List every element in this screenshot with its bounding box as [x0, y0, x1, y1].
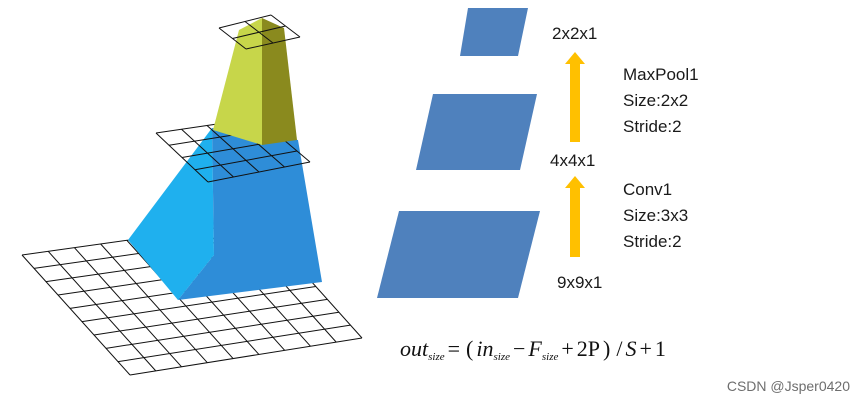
pool-frustum-left-face	[213, 18, 262, 145]
input-grid-line	[47, 250, 157, 372]
conv-grid-line	[207, 161, 311, 183]
pool-grid-line	[232, 25, 286, 39]
pool-frustum-right-face	[262, 18, 297, 145]
op-stride-conv: Stride:2	[623, 232, 682, 251]
watermark: CSDN @Jsper0420	[726, 378, 850, 394]
formula-in-sub: size	[493, 351, 511, 363]
op-name-maxpool: MaxPool1	[623, 65, 699, 84]
layer-block-conv-output	[416, 94, 537, 170]
size-label-pool-output: 2x2x1	[552, 24, 598, 43]
arrow-conv	[565, 176, 585, 257]
arrow-maxpool	[565, 52, 585, 142]
op-name-conv: Conv1	[623, 180, 673, 199]
input-grid-line	[105, 311, 339, 349]
formula-f-sub: size	[541, 351, 559, 363]
formula-f: F	[528, 336, 542, 361]
input-grid-line	[74, 247, 182, 368]
op-size-maxpool: Size:2x2	[623, 91, 689, 110]
formula-one: 1	[654, 336, 666, 361]
input-grid-line	[100, 243, 208, 364]
layer-block-pool-output	[460, 8, 528, 56]
size-label-input: 9x9x1	[557, 273, 603, 292]
layer-block-input	[377, 211, 540, 298]
receptive-field-illustration	[21, 14, 363, 376]
op-stride-maxpool: Stride:2	[623, 117, 682, 136]
op-size-conv: Size:3x3	[623, 206, 689, 225]
formula-s: S	[625, 336, 637, 361]
conv-frustum-right-face	[178, 128, 322, 300]
input-grid-line	[117, 324, 351, 363]
formula-2p: 2P	[576, 336, 601, 361]
pool-grid-line	[245, 36, 301, 50]
input-grid-line	[93, 298, 328, 336]
output-size-formula: outsize=(insize−Fsize+2P)/S+1	[400, 336, 666, 363]
formula-in: in	[476, 336, 494, 361]
input-grid-line	[129, 337, 363, 376]
conv-grid-line	[194, 150, 298, 171]
conv-frustum-left-face	[128, 128, 214, 300]
formula-out: out	[400, 336, 429, 361]
input-grid-line	[21, 254, 131, 376]
pool-output-grid-2x2	[218, 14, 301, 50]
input-grid-line	[81, 285, 316, 323]
size-label-conv-output: 4x4x1	[550, 151, 596, 170]
pool-grid-line	[270, 14, 301, 38]
formula-out-sub: size	[428, 351, 445, 363]
